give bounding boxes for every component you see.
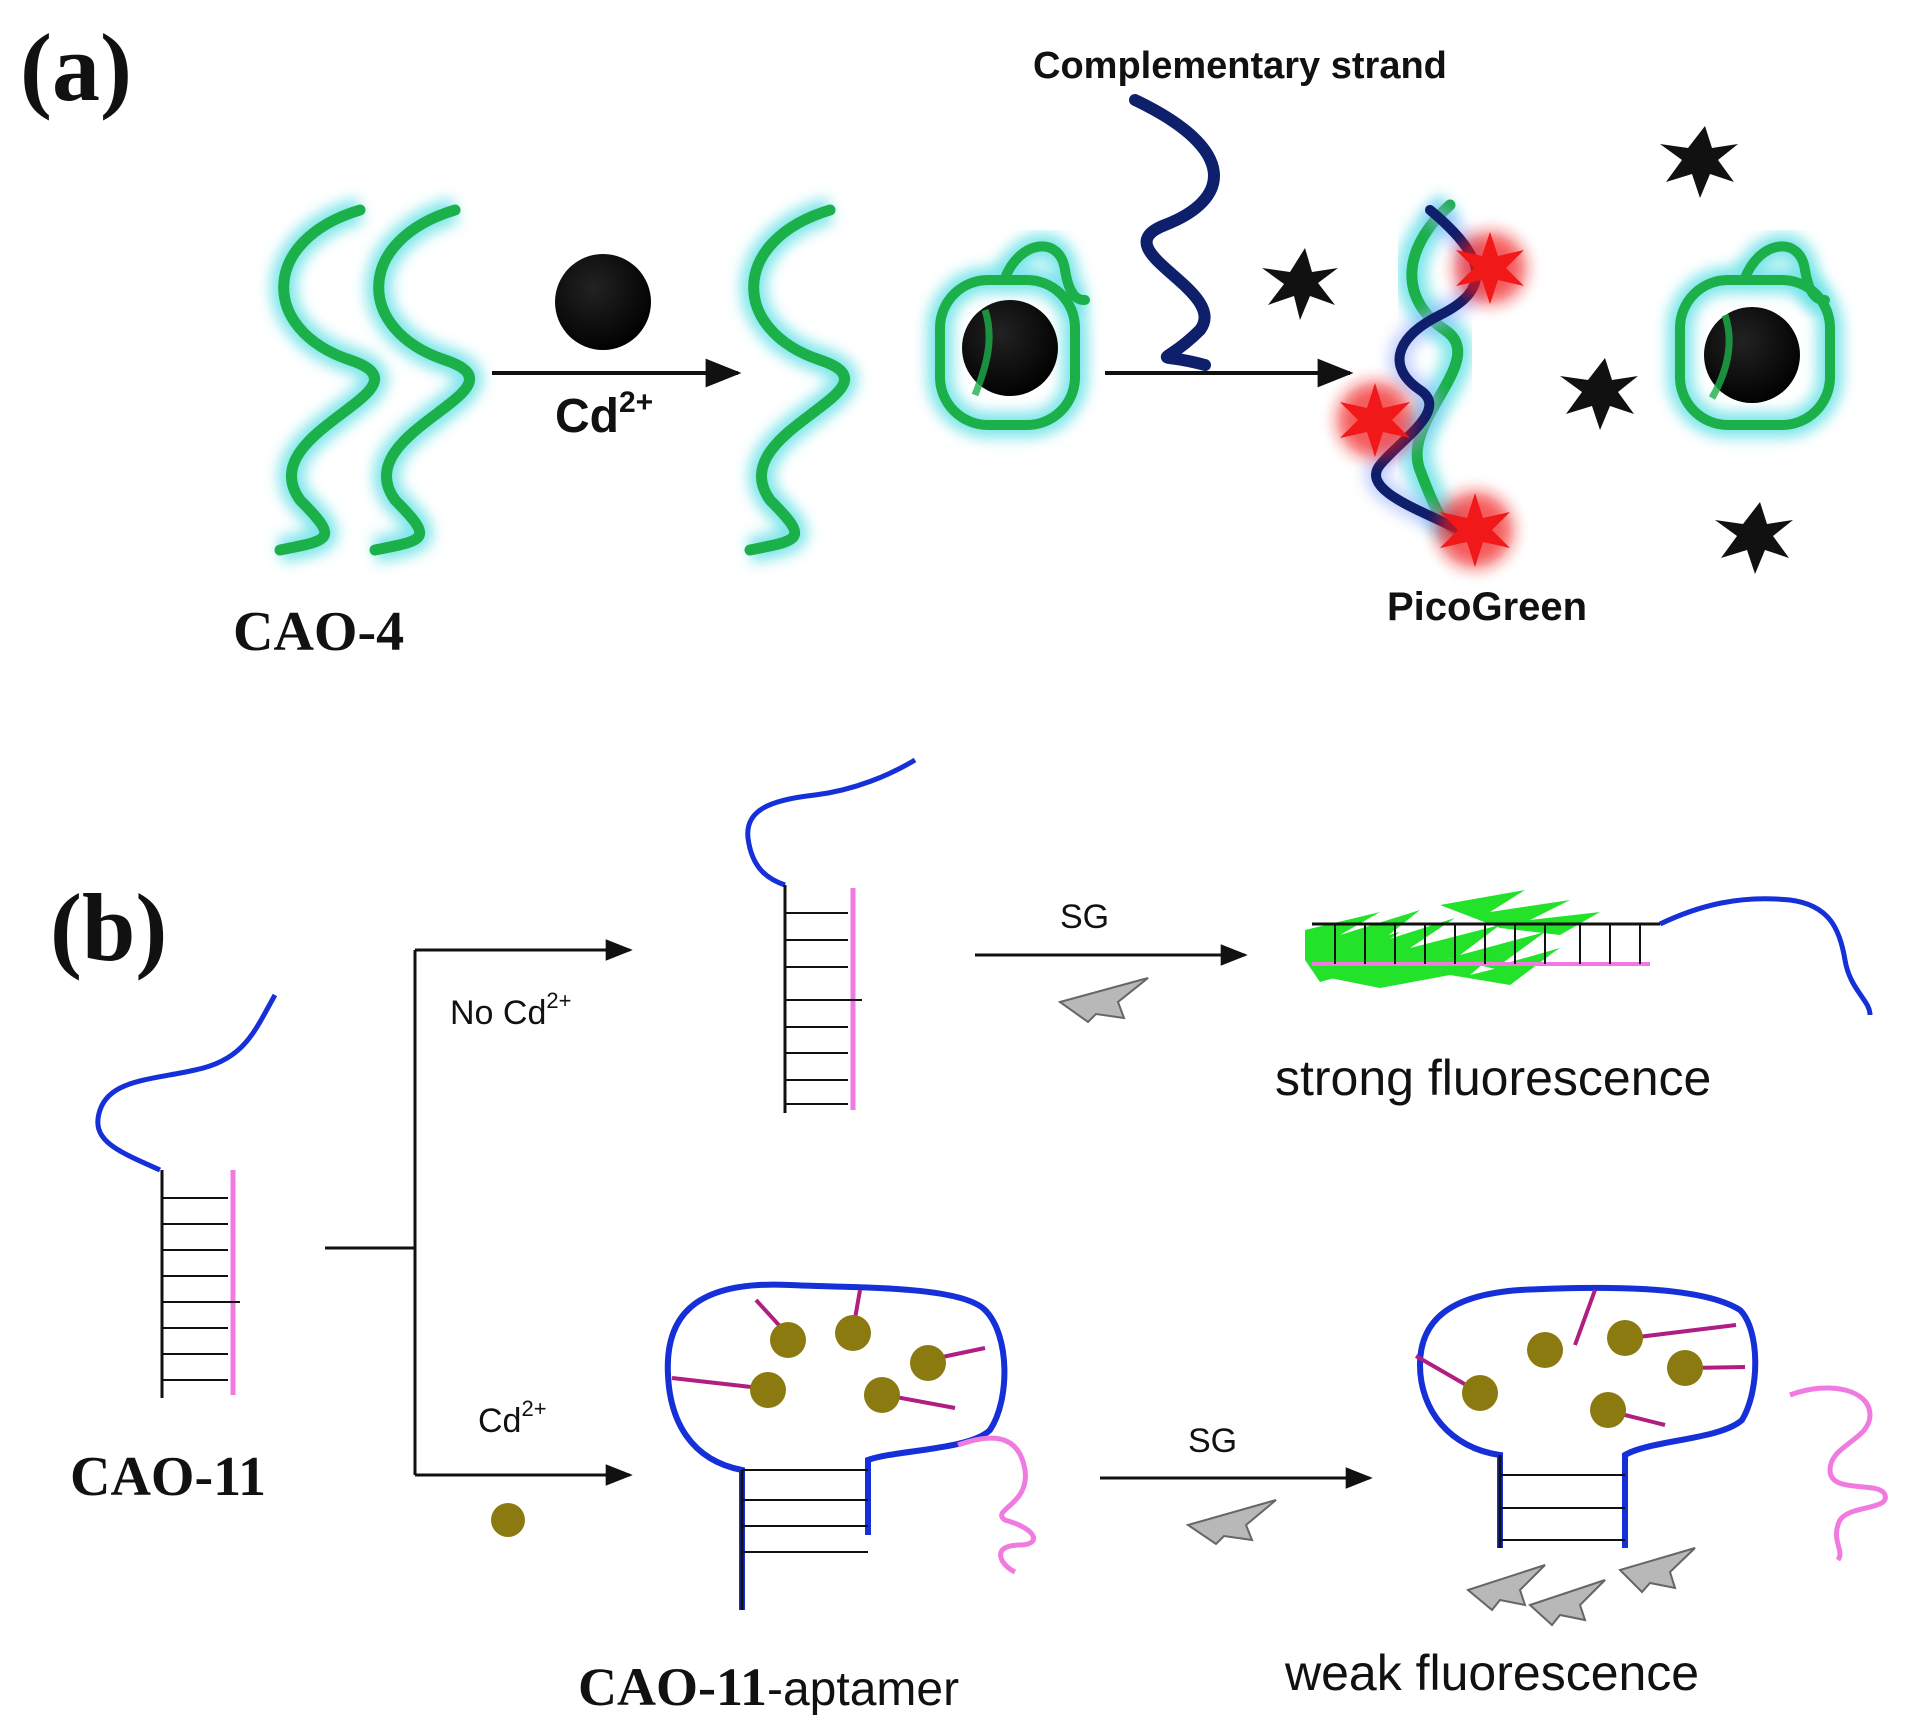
cao4-label: CAO-4 xyxy=(233,601,404,663)
picogreen-star xyxy=(1715,502,1793,574)
cd-bound-strand-product xyxy=(1667,233,1843,438)
branch-connector xyxy=(325,939,633,1486)
complementary-strand xyxy=(1129,94,1220,371)
cd-aptamer-sg-complex xyxy=(1414,1284,1759,1627)
released-complement-strand xyxy=(957,1435,1036,1575)
cd-label: Cd2+ xyxy=(478,1396,547,1440)
cd-aptamer-complex xyxy=(664,1281,1008,1610)
sg-dye-icon xyxy=(1185,1499,1277,1546)
complementary-strand-label: Complementary strand xyxy=(1033,45,1447,87)
cd-ion-dot xyxy=(491,1503,525,1537)
bound-picogreen-star xyxy=(1454,232,1526,304)
picogreen-star xyxy=(1660,126,1738,198)
picogreen-label: PicoGreen xyxy=(1387,585,1587,629)
strong-fluorescence-label: strong fluorescence xyxy=(1275,1050,1711,1106)
sg-label-bottom: SG xyxy=(1188,1422,1237,1460)
bound-picogreen-star xyxy=(1437,492,1513,568)
sg-dye-icon xyxy=(1057,977,1149,1024)
bound-picogreen-star xyxy=(1337,382,1413,458)
cd-ion-ball xyxy=(555,254,651,350)
reagent-cd-label: Cd2+ xyxy=(555,386,653,443)
released-complement-strand xyxy=(1789,1385,1888,1562)
no-cd-label: No Cd2+ xyxy=(450,988,571,1032)
aptamer-label: CAO-11-aptamer xyxy=(578,1657,959,1717)
hairpin-no-cd xyxy=(745,757,917,1113)
cd-bound-strand xyxy=(927,233,1090,438)
panel-b-label: (b) xyxy=(50,874,167,981)
sg-bound-duplex xyxy=(1305,890,1873,1016)
free-strand xyxy=(740,197,858,563)
sg-label-top: SG xyxy=(1060,898,1109,936)
weak-fluorescence-label: weak fluorescence xyxy=(1284,1645,1699,1701)
picogreen-star xyxy=(1262,248,1338,320)
cao11-label: CAO-11 xyxy=(70,1446,266,1508)
picogreen-star xyxy=(1560,358,1638,430)
cao4-strand-pair xyxy=(270,197,483,563)
panel-a-label: (a) xyxy=(20,14,132,121)
cao11-hairpin xyxy=(95,993,278,1398)
